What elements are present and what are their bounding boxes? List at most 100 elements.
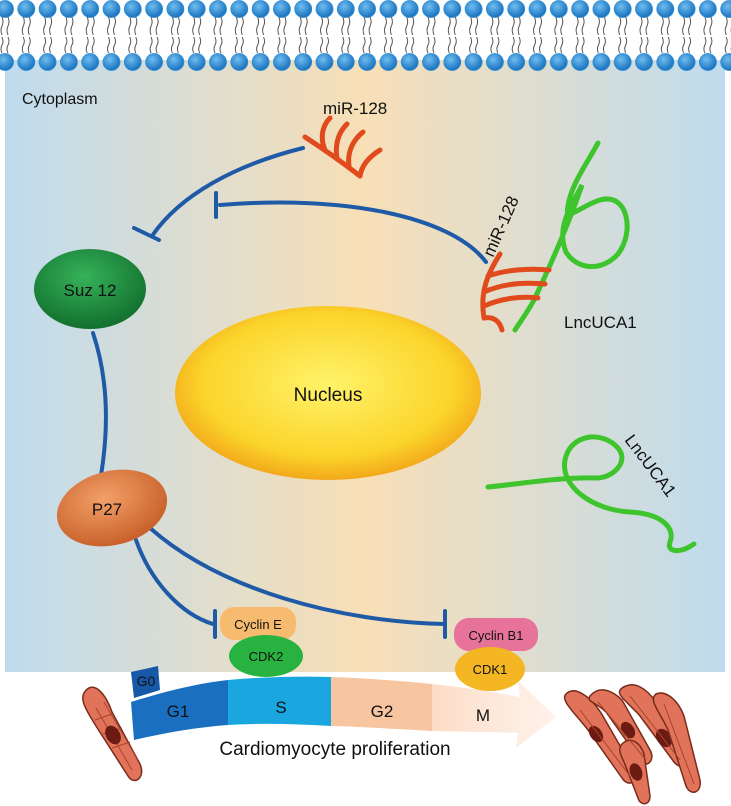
membrane-head-outer xyxy=(251,0,270,18)
membrane-tail xyxy=(447,16,451,36)
membrane-tail xyxy=(91,16,95,36)
nucleus xyxy=(175,306,481,480)
membrane-tail xyxy=(383,16,387,36)
membrane-tail xyxy=(453,16,457,36)
membrane-head-outer xyxy=(123,0,142,18)
cdk2-label: CDK2 xyxy=(249,649,284,664)
membrane-tail xyxy=(341,36,345,54)
membrane-tail xyxy=(688,16,692,36)
membrane-tail xyxy=(560,16,564,36)
membrane-tail xyxy=(639,16,643,36)
membrane-tail xyxy=(389,36,393,54)
membrane-tail xyxy=(341,16,345,36)
membrane-tail xyxy=(490,36,494,54)
membrane-head-outer xyxy=(613,0,632,18)
phase-g2-segment xyxy=(331,677,432,731)
membrane-head-inner xyxy=(230,53,249,71)
phase-g0-label: G0 xyxy=(137,673,156,689)
membrane-head-inner xyxy=(422,53,440,71)
membrane-head-inner xyxy=(38,53,57,71)
cell-membrane xyxy=(0,0,731,71)
membrane-tail xyxy=(240,36,244,54)
p27-inhibits-cyclin-b1-line xyxy=(148,526,447,626)
membrane-head-outer xyxy=(443,0,462,18)
membrane-head-inner xyxy=(379,53,398,71)
membrane-tail xyxy=(517,36,521,54)
membrane-tail xyxy=(43,16,47,36)
membrane-tail xyxy=(666,16,670,36)
membrane-tail xyxy=(240,16,244,36)
membrane-head-inner xyxy=(485,53,504,71)
membrane-tail xyxy=(405,16,409,36)
membrane-tail xyxy=(304,16,308,36)
membrane-tail xyxy=(326,16,329,36)
membrane-tail xyxy=(618,16,622,36)
membrane-head-inner xyxy=(613,53,632,71)
membrane-tail xyxy=(128,16,132,36)
membrane-tail xyxy=(107,16,110,36)
membrane-head-inner xyxy=(166,53,185,71)
membrane-tail xyxy=(560,36,564,54)
membrane-tail xyxy=(347,36,351,54)
membrane-tail xyxy=(666,36,670,54)
membrane-head-inner xyxy=(507,53,526,71)
membrane-tail xyxy=(496,36,500,54)
membrane-tail xyxy=(198,36,202,54)
membrane-tail xyxy=(703,16,707,36)
membrane-tail xyxy=(447,36,451,54)
membrane-tail xyxy=(27,16,31,36)
membrane-tail xyxy=(234,36,238,54)
membrane-tail xyxy=(134,16,138,36)
membrane-tail xyxy=(703,36,707,54)
membrane-head-outer xyxy=(464,0,483,18)
membrane-head-outer xyxy=(400,0,419,18)
phase-m-segment xyxy=(432,681,556,748)
membrane-tail xyxy=(85,36,89,54)
membrane-tail xyxy=(389,16,393,36)
membrane-tail xyxy=(70,16,74,36)
membrane-head-outer xyxy=(272,0,291,18)
membrane-tail xyxy=(298,36,302,54)
membrane-tail xyxy=(426,16,430,36)
membrane-tail xyxy=(575,36,579,54)
membrane-head-inner xyxy=(720,53,731,71)
mir128-top xyxy=(302,115,383,179)
membrane-head-inner xyxy=(315,53,334,71)
membrane-head-inner xyxy=(635,53,653,71)
membrane-tail xyxy=(64,36,68,54)
cyclin-b1-label: Cyclin B1 xyxy=(469,628,524,643)
membrane-tail xyxy=(6,16,10,36)
membrane-tail xyxy=(581,36,585,54)
membrane-head-inner xyxy=(81,53,100,71)
membrane-tail xyxy=(170,16,174,36)
membrane-tail xyxy=(64,16,68,36)
membrane-tail xyxy=(0,16,4,36)
cytoplasm-label: Cytoplasm xyxy=(22,91,98,108)
membrane-head-outer xyxy=(81,0,100,18)
membrane-tail xyxy=(27,36,31,54)
mir128-bound xyxy=(480,251,552,333)
cyclin-b1-protein xyxy=(454,618,538,651)
cardiomyocyte-cluster xyxy=(563,684,701,805)
membrane-tail xyxy=(432,36,436,54)
membrane-tail xyxy=(219,16,223,36)
membrane-head-inner xyxy=(699,53,717,71)
membrane-head-inner xyxy=(145,53,164,71)
membrane-head-outer xyxy=(294,0,313,18)
membrane-head-inner xyxy=(60,53,78,71)
membrane-tail xyxy=(113,36,116,54)
membrane-head-outer xyxy=(187,0,206,18)
membrane-tail xyxy=(575,16,579,36)
p27-label: P27 xyxy=(92,500,122,519)
membrane-head-outer xyxy=(209,0,227,18)
membrane-tail xyxy=(624,36,628,54)
phase-g2-label: G2 xyxy=(371,702,394,721)
membrane-head-outer xyxy=(528,0,547,18)
mir128-inhibits-suz12-line xyxy=(150,146,305,238)
membrane-tail xyxy=(234,16,238,36)
membrane-head-outer xyxy=(656,0,675,18)
membrane-head-inner xyxy=(123,53,142,71)
membrane-tail xyxy=(0,36,4,54)
membrane-tail xyxy=(490,16,494,36)
